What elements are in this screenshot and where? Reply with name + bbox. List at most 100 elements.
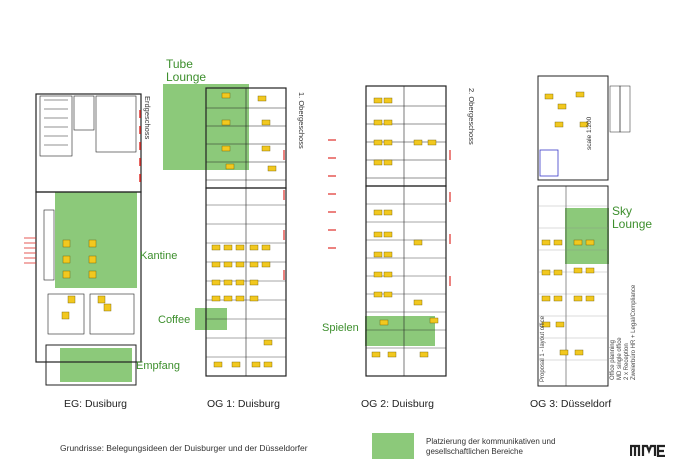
og3-south-block <box>537 185 609 387</box>
desk-62 <box>211 261 221 268</box>
desk-66 <box>261 261 271 268</box>
desk-124 <box>387 351 397 358</box>
desk-18 <box>67 295 76 304</box>
desk-147 <box>575 91 585 98</box>
desk-114 <box>383 251 393 258</box>
legend-swatch <box>372 433 414 459</box>
eg-entrance <box>45 344 137 386</box>
desk-76 <box>231 361 241 368</box>
desk-64 <box>235 261 245 268</box>
desk-151 <box>541 239 551 246</box>
desk-152 <box>553 239 563 246</box>
floor-title-og1: OG 1: Duisburg <box>207 398 280 410</box>
desk-106 <box>383 159 393 166</box>
plan-shape-167 <box>609 85 621 133</box>
desk-61 <box>261 244 271 251</box>
desk-102 <box>383 119 393 126</box>
desk-111 <box>373 231 383 238</box>
desk-53 <box>221 145 231 152</box>
desk-51 <box>221 119 231 126</box>
floor-eg-rotated-label: Erdgeschoss <box>143 96 152 140</box>
plan-shape-0 <box>39 95 73 157</box>
desk-155 <box>541 269 551 276</box>
caption: Grundrisse: Belegungsideen der Duisburge… <box>60 443 308 453</box>
zone-label-tube-lounge: Tube Lounge <box>166 57 207 84</box>
desk-13 <box>62 255 71 264</box>
desk-75 <box>213 361 223 368</box>
desk-59 <box>235 244 245 251</box>
zone-spielen <box>365 316 435 346</box>
nme-logo-mark <box>629 444 665 458</box>
floor-og1-rotated-label: 1. Obergeschoss <box>297 92 306 149</box>
plan-shape-168 <box>619 85 631 133</box>
desk-78 <box>263 361 273 368</box>
desk-73 <box>235 295 245 302</box>
desk-68 <box>223 279 233 286</box>
plan-shape-10 <box>47 293 85 335</box>
eg-north-block <box>35 93 142 193</box>
desk-104 <box>383 139 393 146</box>
desk-15 <box>88 239 97 248</box>
desk-165 <box>559 349 569 356</box>
desk-117 <box>373 291 383 298</box>
zone-empfang <box>60 348 132 382</box>
desk-67 <box>211 279 221 286</box>
desk-65 <box>249 261 259 268</box>
desk-159 <box>541 295 551 302</box>
desk-158 <box>585 267 595 274</box>
desk-72 <box>223 295 233 302</box>
desk-164 <box>555 321 565 328</box>
desk-50 <box>257 95 267 102</box>
desk-103 <box>373 139 383 146</box>
desk-161 <box>573 295 583 302</box>
og3-north-block <box>537 75 609 181</box>
floor-title-og3: OG 3: Düsseldorf <box>530 398 612 410</box>
plan-shape-2 <box>95 95 137 153</box>
desk-163 <box>541 321 551 328</box>
desk-69 <box>235 279 245 286</box>
desk-116 <box>383 271 393 278</box>
desk-153 <box>573 239 583 246</box>
desk-157 <box>573 267 583 274</box>
desk-120 <box>413 299 423 306</box>
eg-south-block <box>35 191 142 363</box>
desk-149 <box>579 121 589 128</box>
desk-123 <box>371 351 381 358</box>
desk-60 <box>249 244 259 251</box>
nme-logo <box>629 443 666 460</box>
desk-119 <box>413 239 423 246</box>
desk-109 <box>373 209 383 216</box>
desk-150 <box>554 121 564 128</box>
desk-54 <box>261 145 271 152</box>
og3-blue-room <box>539 149 559 177</box>
desk-107 <box>413 139 423 146</box>
og3-office-planning-note: Office planning <box>610 340 616 380</box>
og3-zweierbuero-note: Zweierbüro HR + Legal/Compliance <box>631 284 637 380</box>
desk-148 <box>557 103 567 110</box>
desk-19 <box>97 295 106 304</box>
floor-og2-rotated-label: 2. Obergeschoss <box>467 88 476 145</box>
desk-146 <box>544 93 554 100</box>
desk-115 <box>373 271 383 278</box>
plan-shape-1 <box>73 95 95 131</box>
desk-118 <box>383 291 393 298</box>
desk-122 <box>379 319 389 326</box>
desk-110 <box>383 209 393 216</box>
desk-56 <box>225 163 235 170</box>
desk-71 <box>211 295 221 302</box>
zone-label-kantine: Kantine <box>140 250 178 262</box>
desk-49 <box>221 92 231 99</box>
desk-14 <box>62 270 71 279</box>
zone-label-empfang: Empfang <box>136 360 181 372</box>
floor-title-eg: EG: Dusiburg <box>64 398 128 410</box>
desk-20 <box>103 303 112 312</box>
desk-63 <box>223 261 233 268</box>
zone-label-spielen: Spielen <box>322 322 359 334</box>
og3-md-office-note: MD single office <box>617 337 623 380</box>
desk-77 <box>251 361 261 368</box>
desk-162 <box>585 295 595 302</box>
desk-166 <box>574 349 584 356</box>
floor-og3-scale-label: scale 1:200 <box>586 116 593 150</box>
desk-58 <box>223 244 233 251</box>
